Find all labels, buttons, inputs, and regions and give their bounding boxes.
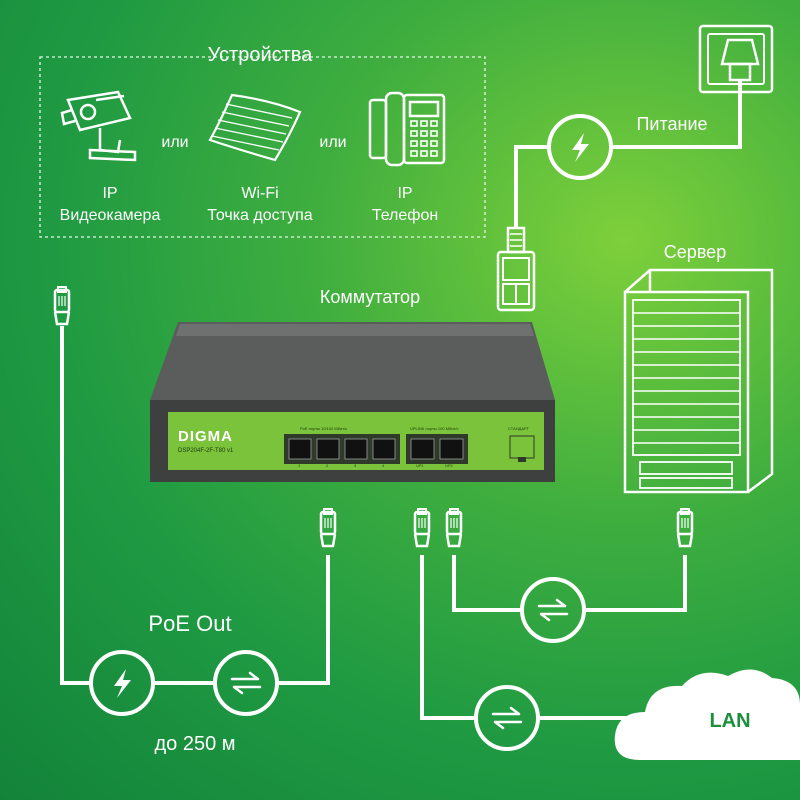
exchange-arrows-icon bbox=[537, 598, 569, 622]
switch-label: Коммутатор bbox=[319, 287, 421, 307]
exchange-arrows-icon bbox=[491, 706, 523, 730]
server-cable bbox=[452, 555, 522, 612]
rj45-connector-icon bbox=[445, 507, 463, 548]
access-point-icon bbox=[208, 93, 302, 162]
switch-brand: DIGMA bbox=[178, 428, 233, 445]
device-ap-line2: Точка доступа bbox=[207, 207, 313, 224]
rj45-connector-icon bbox=[53, 285, 71, 326]
poe-port-4 bbox=[372, 438, 396, 460]
poe-exchange-circle bbox=[213, 650, 279, 716]
rj45-connector-icon bbox=[676, 507, 694, 548]
lightning-icon bbox=[572, 133, 589, 162]
port-label-3: 3 bbox=[354, 463, 357, 468]
device-camera-line1: IP bbox=[102, 185, 118, 202]
rj45-connector-icon bbox=[319, 507, 337, 548]
port-label-4: 4 bbox=[382, 463, 385, 468]
ip-phone-icon bbox=[368, 91, 446, 167]
lan-label: LAN bbox=[709, 710, 751, 732]
uplink-port-2 bbox=[439, 438, 464, 460]
or-text-1: или bbox=[161, 134, 189, 151]
device-phone-line1: IP bbox=[397, 185, 413, 202]
server-exchange-circle bbox=[520, 577, 586, 643]
poe-port-3 bbox=[344, 438, 368, 460]
lightning-icon bbox=[114, 669, 131, 698]
power-plug-icon bbox=[496, 226, 536, 312]
poe-out-label: PoE Out bbox=[148, 611, 232, 636]
device-ap-line1: Wi-Fi bbox=[241, 185, 279, 202]
port-label-up1: UP1 bbox=[416, 463, 424, 468]
poe-ports-caption: PoE порты 10/100 Мбит/с bbox=[300, 426, 348, 431]
poe-cable-left bbox=[60, 326, 90, 685]
or-text-2: или bbox=[319, 134, 347, 151]
distance-label: до 250 м bbox=[154, 733, 236, 755]
port-label-2: 2 bbox=[326, 463, 329, 468]
lan-cable bbox=[420, 555, 476, 720]
port-label-1: 1 bbox=[298, 463, 301, 468]
cloud-icon bbox=[614, 669, 800, 760]
uplink-port-1 bbox=[410, 438, 435, 460]
device-camera-line2: Видеокамера bbox=[59, 207, 161, 224]
network-switch bbox=[150, 322, 555, 482]
server-rack-icon bbox=[623, 268, 774, 494]
device-phone-line2: Телефон bbox=[371, 207, 439, 224]
devices-box bbox=[39, 56, 486, 238]
exchange-arrows-icon bbox=[230, 671, 262, 695]
uplink-ports-caption: UPLINK порты 100 Мбит/с bbox=[410, 426, 459, 431]
standard-caption: СТАНДАРТ bbox=[508, 426, 529, 431]
cctv-camera-icon bbox=[60, 90, 137, 162]
power-label: Питание bbox=[636, 114, 708, 134]
devices-header: Устройства bbox=[207, 44, 313, 66]
server-label: Сервер bbox=[663, 242, 727, 262]
power-lightning-circle bbox=[547, 114, 613, 180]
port-label-up2: UP2 bbox=[445, 463, 453, 468]
power-line bbox=[611, 100, 742, 149]
lan-exchange-circle bbox=[474, 685, 540, 751]
switch-model: DSP204F-2F-T80 v1 bbox=[178, 448, 234, 454]
poe-port-2 bbox=[316, 438, 340, 460]
rj45-connector-icon bbox=[413, 507, 431, 548]
power-socket-icon bbox=[698, 24, 774, 100]
poe-port-1 bbox=[288, 438, 312, 460]
